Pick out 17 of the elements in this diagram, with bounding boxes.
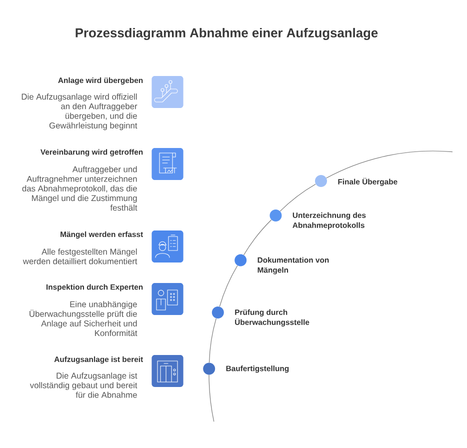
step-description: Auftraggeber und Auftragnehmer unterzeichnen das Abnahmeprotokoll, das die Mängel und die Zustimmung festhält xyxy=(22,166,138,211)
timeline-arc xyxy=(208,318,216,363)
timeline-dot xyxy=(315,175,327,187)
timeline-arc xyxy=(280,184,316,212)
icon-tile xyxy=(152,76,184,108)
timeline-dot xyxy=(203,362,216,375)
step-description: Die Aufzugsanlage wird offiziell an den Auftraggeber übergeben, und die Gewährleistung beginnt xyxy=(22,94,138,130)
step-description: Eine unabhängige Überwachungsstelle prüft die Anlage auf Sicherheit und Konformität xyxy=(30,301,138,336)
step-description: Die Aufzugsanlage ist vollständig gebaut und bereit für die Abnahme xyxy=(30,372,138,398)
timeline-arc xyxy=(219,265,238,307)
timeline-dot xyxy=(234,254,247,266)
title: Prozessdiagramm Abnahme einer Aufzugsanlage xyxy=(76,28,378,40)
timeline-arc xyxy=(243,220,272,256)
timeline-dot xyxy=(212,306,224,318)
timeline-dot xyxy=(270,210,282,222)
step-description: Alle festgestellten Mängel werden detailliert dokumentiert xyxy=(22,248,138,264)
icon-tile xyxy=(152,230,184,262)
